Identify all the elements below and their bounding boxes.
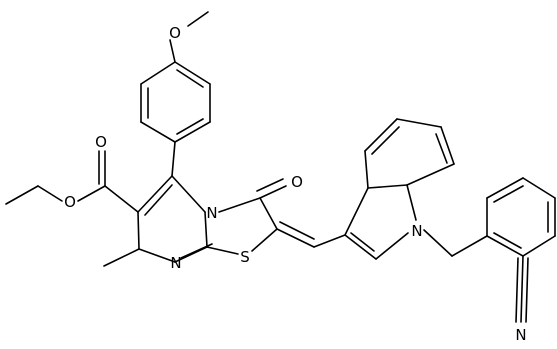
pyrimidine-ring bbox=[5, 150, 213, 267]
bond bbox=[406, 163, 455, 186]
bond bbox=[279, 221, 315, 240]
bond bbox=[522, 235, 556, 257]
bond bbox=[520, 255, 524, 323]
indole-group bbox=[344, 118, 455, 260]
bond bbox=[206, 246, 239, 255]
bond bbox=[256, 178, 284, 192]
bond bbox=[204, 211, 208, 248]
bond bbox=[440, 126, 455, 165]
bond bbox=[313, 234, 346, 248]
bond bbox=[144, 184, 173, 216]
bond bbox=[176, 69, 204, 88]
bond bbox=[522, 177, 556, 199]
bond bbox=[344, 234, 377, 260]
atom-labels: O O O N N S O N N bbox=[64, 24, 527, 344]
bond bbox=[396, 118, 442, 128]
bond bbox=[371, 126, 400, 155]
bond bbox=[486, 235, 524, 257]
thiazolone-ring bbox=[206, 178, 346, 255]
bond bbox=[486, 177, 524, 199]
atom-label-indole-n: N bbox=[411, 222, 422, 240]
bond bbox=[344, 187, 369, 236]
atom-label-ketone-o: O bbox=[291, 173, 303, 191]
atom-label-nitrile-n: N bbox=[515, 326, 526, 344]
bond bbox=[375, 232, 409, 260]
bond bbox=[140, 61, 176, 85]
bond bbox=[218, 197, 261, 213]
bond bbox=[103, 248, 140, 267]
atom-label-ring-n: N bbox=[206, 204, 217, 222]
bond bbox=[259, 197, 278, 230]
bond bbox=[174, 61, 211, 85]
atom-label-ester-ether-o: O bbox=[64, 193, 76, 211]
atom-label-methoxy-o: O bbox=[169, 24, 181, 42]
bond bbox=[77, 185, 106, 202]
bond bbox=[180, 243, 213, 259]
bond bbox=[525, 257, 529, 323]
bond bbox=[364, 118, 398, 152]
bond bbox=[406, 184, 417, 221]
bond bbox=[364, 150, 369, 189]
bond bbox=[435, 133, 448, 164]
bond bbox=[169, 39, 176, 63]
bond bbox=[367, 184, 408, 189]
bond bbox=[493, 185, 524, 203]
bond bbox=[37, 185, 63, 202]
bond bbox=[276, 228, 315, 248]
atom-label-ring-n-imine: N bbox=[170, 254, 181, 272]
bond bbox=[138, 248, 176, 263]
bond bbox=[137, 175, 173, 213]
bond bbox=[259, 185, 287, 199]
bond bbox=[140, 121, 176, 143]
bond bbox=[493, 232, 522, 249]
bond bbox=[174, 121, 211, 143]
bond bbox=[104, 185, 139, 213]
atom-label-ring-s: S bbox=[240, 248, 250, 266]
bond bbox=[423, 229, 453, 257]
bond bbox=[137, 211, 140, 250]
bond bbox=[350, 232, 375, 252]
methoxyphenyl-group bbox=[140, 11, 211, 177]
bond bbox=[171, 175, 206, 213]
bond bbox=[451, 235, 488, 257]
bond bbox=[171, 141, 176, 177]
bond bbox=[515, 257, 519, 323]
cyanobenzyl-group bbox=[423, 177, 556, 323]
bond bbox=[251, 228, 278, 252]
bond bbox=[5, 185, 39, 205]
atom-label-ester-carbonyl-o: O bbox=[95, 133, 107, 151]
bond bbox=[187, 11, 209, 27]
bond bbox=[176, 118, 204, 135]
